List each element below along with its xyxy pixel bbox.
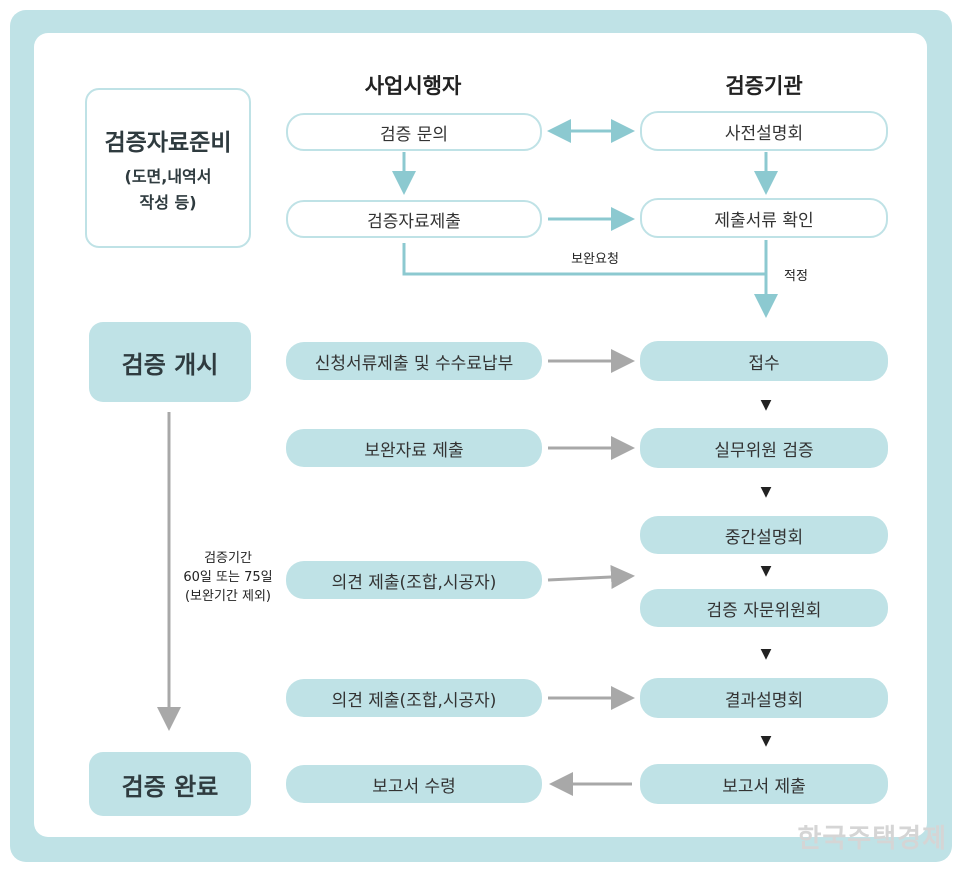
label-verification-period: 검증기간 60일 또는 75일 (보완기간 제외)	[170, 549, 286, 606]
verifier-reception: 접수	[640, 341, 888, 381]
step-marker: ▼	[760, 733, 772, 749]
watermark: 한국주택경제	[797, 824, 947, 854]
stage-end: 검증 완료	[89, 752, 251, 816]
applicant-opinion-2: 의견 제출(조합,시공자)	[286, 679, 542, 717]
header-verifier: 검증기관	[725, 74, 803, 98]
applicant-application: 신청서류제출 및 수수료납부	[286, 342, 542, 380]
stage-prep-sub1: (도면,내역서	[124, 167, 212, 186]
step-marker: ▼	[760, 484, 772, 500]
label-period-line1: 검증기간	[204, 551, 252, 566]
verifier-interim-briefing: 중간설명회	[640, 516, 888, 554]
verifier-pre-briefing: 사전설명회	[640, 111, 888, 151]
applicant-submit-docs: 검증자료제출	[286, 200, 542, 238]
label-period-line3: (보완기간 제외)	[184, 589, 272, 604]
applicant-supplement: 보완자료 제출	[286, 429, 542, 467]
applicant-receive-report: 보고서 수령	[286, 765, 542, 803]
step-marker: ▼	[760, 646, 772, 662]
label-period-line2: 60일 또는 75일	[183, 570, 273, 585]
verifier-submit-report: 보고서 제출	[640, 764, 888, 804]
stage-prep-title: 검증자료준비	[104, 130, 232, 156]
step-marker: ▼	[760, 563, 772, 579]
applicant-inquiry: 검증 문의	[286, 113, 542, 151]
supplement-request-loop	[402, 243, 766, 276]
stage-start: 검증 개시	[89, 322, 251, 402]
verifier-advisory-committee: 검증 자문위원회	[640, 589, 888, 627]
step-marker: ▼	[760, 397, 772, 413]
stage-prep: 검증자료준비 (도면,내역서 작성 등)	[85, 88, 251, 248]
verifier-practical-review: 실무위원 검증	[640, 428, 888, 468]
label-supplement-request: 보완요청	[571, 252, 619, 267]
arrow-opinion-1	[547, 565, 635, 589]
verifier-result-briefing: 결과설명회	[640, 678, 888, 718]
applicant-opinion-1: 의견 제출(조합,시공자)	[286, 561, 542, 599]
verifier-doc-check: 제출서류 확인	[640, 198, 888, 238]
header-applicant: 사업시행자	[364, 74, 462, 98]
label-adequate: 적정	[784, 269, 808, 284]
stage-prep-sub2: 작성 등)	[139, 193, 197, 212]
